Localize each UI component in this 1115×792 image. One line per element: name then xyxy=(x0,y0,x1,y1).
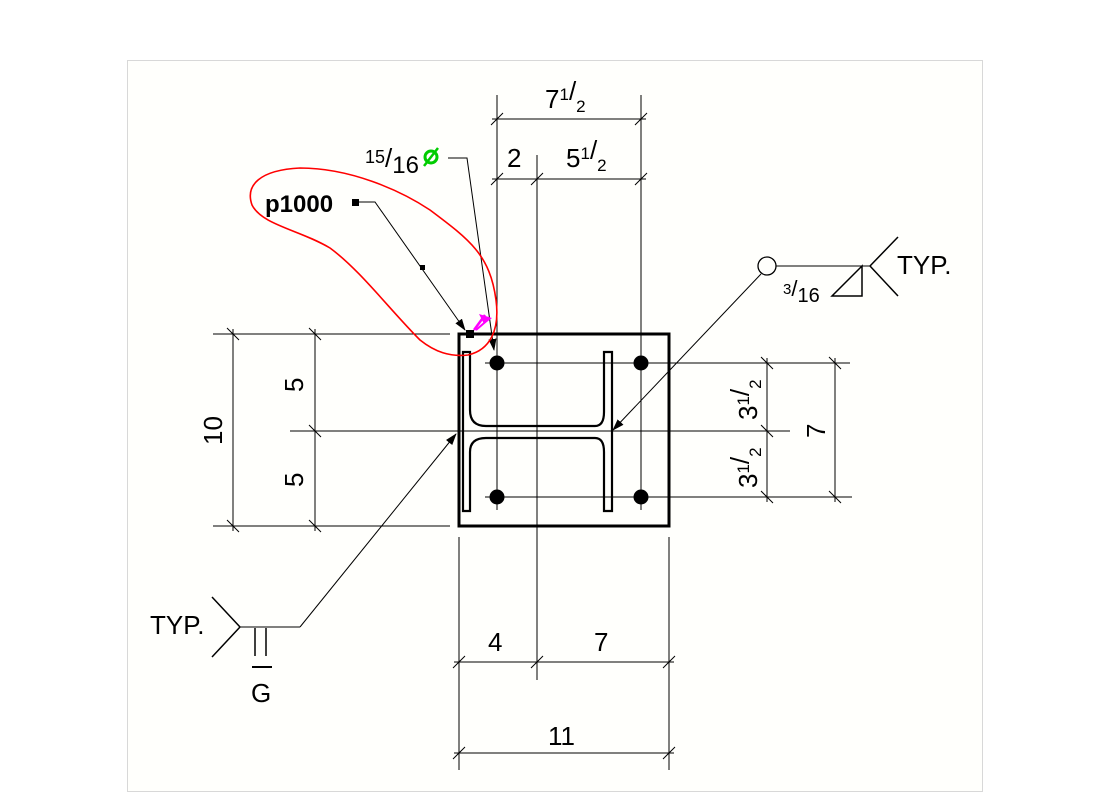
weld-symbol-left[interactable]: TYP. G xyxy=(150,433,457,708)
dim-left-upper: 5 xyxy=(279,378,309,392)
part-callout[interactable]: p1000 xyxy=(265,191,474,338)
dim-top-overall: 71/2 xyxy=(545,76,586,116)
bolt[interactable] xyxy=(633,355,649,371)
grip-point[interactable] xyxy=(466,330,474,338)
weld-finish: G xyxy=(251,678,271,708)
dim-top-left: 2 xyxy=(507,143,521,173)
bolt[interactable] xyxy=(633,489,649,505)
weld-note-right: TYP. xyxy=(897,250,951,280)
dimension-lines xyxy=(213,112,842,770)
dim-top-right: 51/2 xyxy=(566,135,607,175)
weld-note-left: TYP. xyxy=(150,610,204,640)
dim-bottom-left: 4 xyxy=(488,627,502,657)
grip-point[interactable] xyxy=(420,265,425,270)
base-plate[interactable] xyxy=(457,332,671,528)
anchor-bolts xyxy=(489,355,649,505)
weld-symbol-right[interactable]: 3/16 TYP. xyxy=(612,236,951,431)
dim-right-lower: 31/2 xyxy=(725,447,765,488)
hole-callout[interactable]: 15/16 xyxy=(365,143,497,351)
weld-tail-icon xyxy=(868,236,899,297)
weld-size: 3/16 xyxy=(783,276,820,307)
dim-right-upper: 31/2 xyxy=(725,379,765,420)
bolt[interactable] xyxy=(489,489,505,505)
hole-size: 15/16 xyxy=(365,143,419,179)
dim-bottom-right: 7 xyxy=(594,627,608,657)
part-label: p1000 xyxy=(265,191,333,218)
diameter-icon xyxy=(423,147,439,167)
column-section[interactable] xyxy=(461,350,614,513)
dim-bottom-overall: 11 xyxy=(548,721,575,751)
bolt[interactable] xyxy=(489,355,505,371)
fillet-weld-icon xyxy=(830,264,863,297)
all-around-icon xyxy=(757,256,777,276)
dim-right-overall: 7 xyxy=(801,424,831,438)
dim-left-overall: 10 xyxy=(198,416,228,445)
grip-arrow-icon[interactable] xyxy=(472,314,492,331)
markup-cloud[interactable] xyxy=(249,167,498,357)
weld-tail-icon xyxy=(211,596,242,658)
dim-left-lower: 5 xyxy=(279,473,309,487)
